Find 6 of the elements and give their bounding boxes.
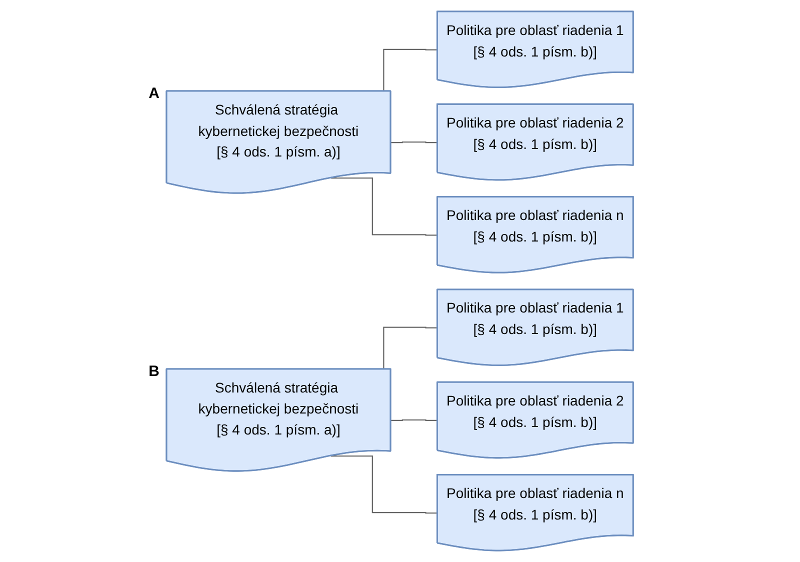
connector xyxy=(331,178,438,236)
connector xyxy=(391,141,438,144)
panel-letter: B xyxy=(148,362,160,380)
connector xyxy=(391,419,438,421)
connector xyxy=(331,455,438,514)
panel-letter: A xyxy=(148,84,160,102)
